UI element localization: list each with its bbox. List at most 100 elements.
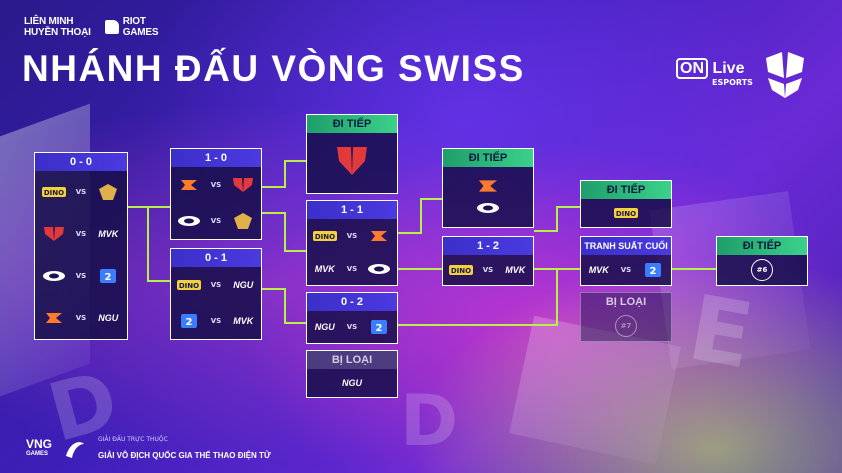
- svg-text:2: 2: [650, 266, 657, 277]
- svg-text:DINO: DINO: [179, 282, 199, 290]
- team-logo-b2: 2: [94, 267, 122, 285]
- vs-label: VS: [346, 264, 358, 273]
- team-logo-ts: [175, 212, 203, 230]
- advanced-team: [307, 133, 397, 191]
- lmht-line2: HUYỀN THOẠI: [24, 27, 91, 38]
- round-header: 0 - 1: [171, 249, 261, 267]
- team-logo-b2: 2: [365, 318, 393, 336]
- connector-line: [398, 324, 556, 326]
- round-header: 1 - 2: [443, 237, 533, 255]
- connector-line: [534, 230, 556, 232]
- connector-line: [284, 250, 306, 252]
- connector-line: [127, 206, 147, 208]
- riot-games-logo: RIOT GAMES: [104, 16, 159, 38]
- team-logo-gam: [40, 225, 68, 243]
- background-letter: D: [400, 380, 459, 462]
- team-logo-fl: [40, 309, 68, 327]
- match-row[interactable]: VS 2: [35, 255, 127, 297]
- advanced-team: DINO: [581, 199, 671, 227]
- team-logo-ts: [365, 260, 393, 278]
- eliminated-header: BỊ LOẠI: [307, 351, 397, 369]
- advance-header: ĐI TIẾP: [717, 237, 807, 255]
- svg-text:2: 2: [185, 317, 192, 328]
- connector-line: [284, 160, 306, 162]
- vng-games-logo: VNG GAMES: [26, 437, 53, 459]
- team-logo-sgp: DINO: [40, 183, 68, 201]
- advance-header: ĐI TIẾP: [443, 149, 533, 167]
- seed-badge: #6: [751, 259, 773, 281]
- team-logo-fl: [175, 176, 203, 194]
- vs-label: VS: [210, 317, 222, 325]
- advance-panel-1: ĐI TIẾP: [306, 114, 398, 194]
- vng-line1: VNG: [26, 437, 53, 451]
- match-row[interactable]: DINO VS NGU: [171, 267, 261, 303]
- connector-line: [556, 206, 580, 208]
- eliminated-seed: #7: [581, 311, 671, 341]
- match-row[interactable]: 2 VS MVK: [171, 303, 261, 339]
- connector-line: [147, 206, 149, 282]
- team-logo-sgp: DINO: [447, 261, 475, 279]
- team-logo-b2: 2: [175, 312, 203, 330]
- team-logo-tsw: [229, 212, 257, 230]
- connector-line: [262, 288, 284, 290]
- vs-label: VS: [75, 188, 87, 196]
- match-row[interactable]: MVK VS: [307, 252, 397, 285]
- connector-line: [262, 186, 284, 188]
- match-row[interactable]: VS NGU: [35, 297, 127, 339]
- tournament-emblem-icon: [766, 52, 804, 98]
- advance-panel-3: ĐI TIẾP DINO: [580, 180, 672, 228]
- match-row[interactable]: MVK VS 2: [581, 255, 671, 285]
- team-logo-ngu: NGU: [314, 322, 335, 332]
- page-title: NHÁNH ĐẤU VÒNG SWISS: [22, 48, 525, 89]
- connector-line: [398, 268, 442, 270]
- round-header: 0 - 0: [35, 153, 127, 171]
- round-header: 1 - 0: [171, 149, 261, 167]
- svg-text:DINO: DINO: [616, 210, 636, 218]
- vng-line2: GAMES: [26, 451, 49, 457]
- svg-text:2: 2: [105, 272, 112, 283]
- vs-label: VS: [75, 314, 87, 322]
- footer: VNG GAMES GIẢI ĐẤU TRỰC THUỘC GIẢI VÔ ĐỊ…: [26, 436, 271, 462]
- vs-label: VS: [75, 272, 87, 280]
- match-row[interactable]: NGU VS 2: [307, 311, 397, 343]
- round-header: 1 - 1: [307, 201, 397, 219]
- header-logos: LIÊN MINH HUYỀN THOẠI RIOT GAMES: [24, 16, 159, 38]
- vs-label: VS: [346, 323, 358, 331]
- match-row[interactable]: VS: [171, 203, 261, 239]
- round-header: 0 - 2: [307, 293, 397, 311]
- team-logo-ngu: NGU: [98, 313, 119, 323]
- connector-line: [420, 198, 442, 200]
- onlive-sub: ESPORTS: [712, 78, 753, 87]
- vs-label: VS: [210, 181, 222, 189]
- match-row[interactable]: VS: [171, 167, 261, 203]
- connector-line: [284, 212, 286, 252]
- match-row[interactable]: DINO VS: [35, 171, 127, 213]
- team-logo-gam: [337, 147, 367, 175]
- team-logo-mvk: MVK: [98, 229, 119, 239]
- team-logo-ngu: NGU: [233, 280, 254, 290]
- connector-line: [284, 322, 306, 324]
- connector-line: [556, 206, 558, 232]
- onlive-on: ON: [676, 58, 708, 79]
- team-logo-sgp: DINO: [614, 208, 638, 218]
- connector-line: [556, 268, 558, 326]
- team-logo-sgp: DINO: [175, 276, 203, 294]
- team-logo-gam: [229, 176, 257, 194]
- team-logo-ngu: NGU: [342, 378, 362, 388]
- advance-panel-2: ĐI TIẾP: [442, 148, 534, 228]
- vs-label: VS: [210, 217, 222, 225]
- team-logo-ts: [477, 203, 499, 213]
- connector-line: [672, 268, 716, 270]
- match-row[interactable]: VS MVK: [35, 213, 127, 255]
- connector-line: [262, 212, 284, 214]
- round-1-0-panel: 1 - 0 VS VS: [170, 148, 262, 240]
- match-row[interactable]: DINO VS: [307, 219, 397, 252]
- svg-text:2: 2: [376, 323, 383, 334]
- federation-emblem-icon: [66, 442, 85, 458]
- vs-label: VS: [346, 231, 358, 240]
- round-1-1-panel: 1 - 1 DINO VS MVK VS: [306, 200, 398, 286]
- footer-sub: GIẢI ĐẤU TRỰC THUỘC: [98, 436, 168, 443]
- match-row[interactable]: DINO VS MVK: [443, 255, 533, 285]
- team-logo-tsw: [94, 183, 122, 201]
- riot-line2: GAMES: [122, 27, 159, 38]
